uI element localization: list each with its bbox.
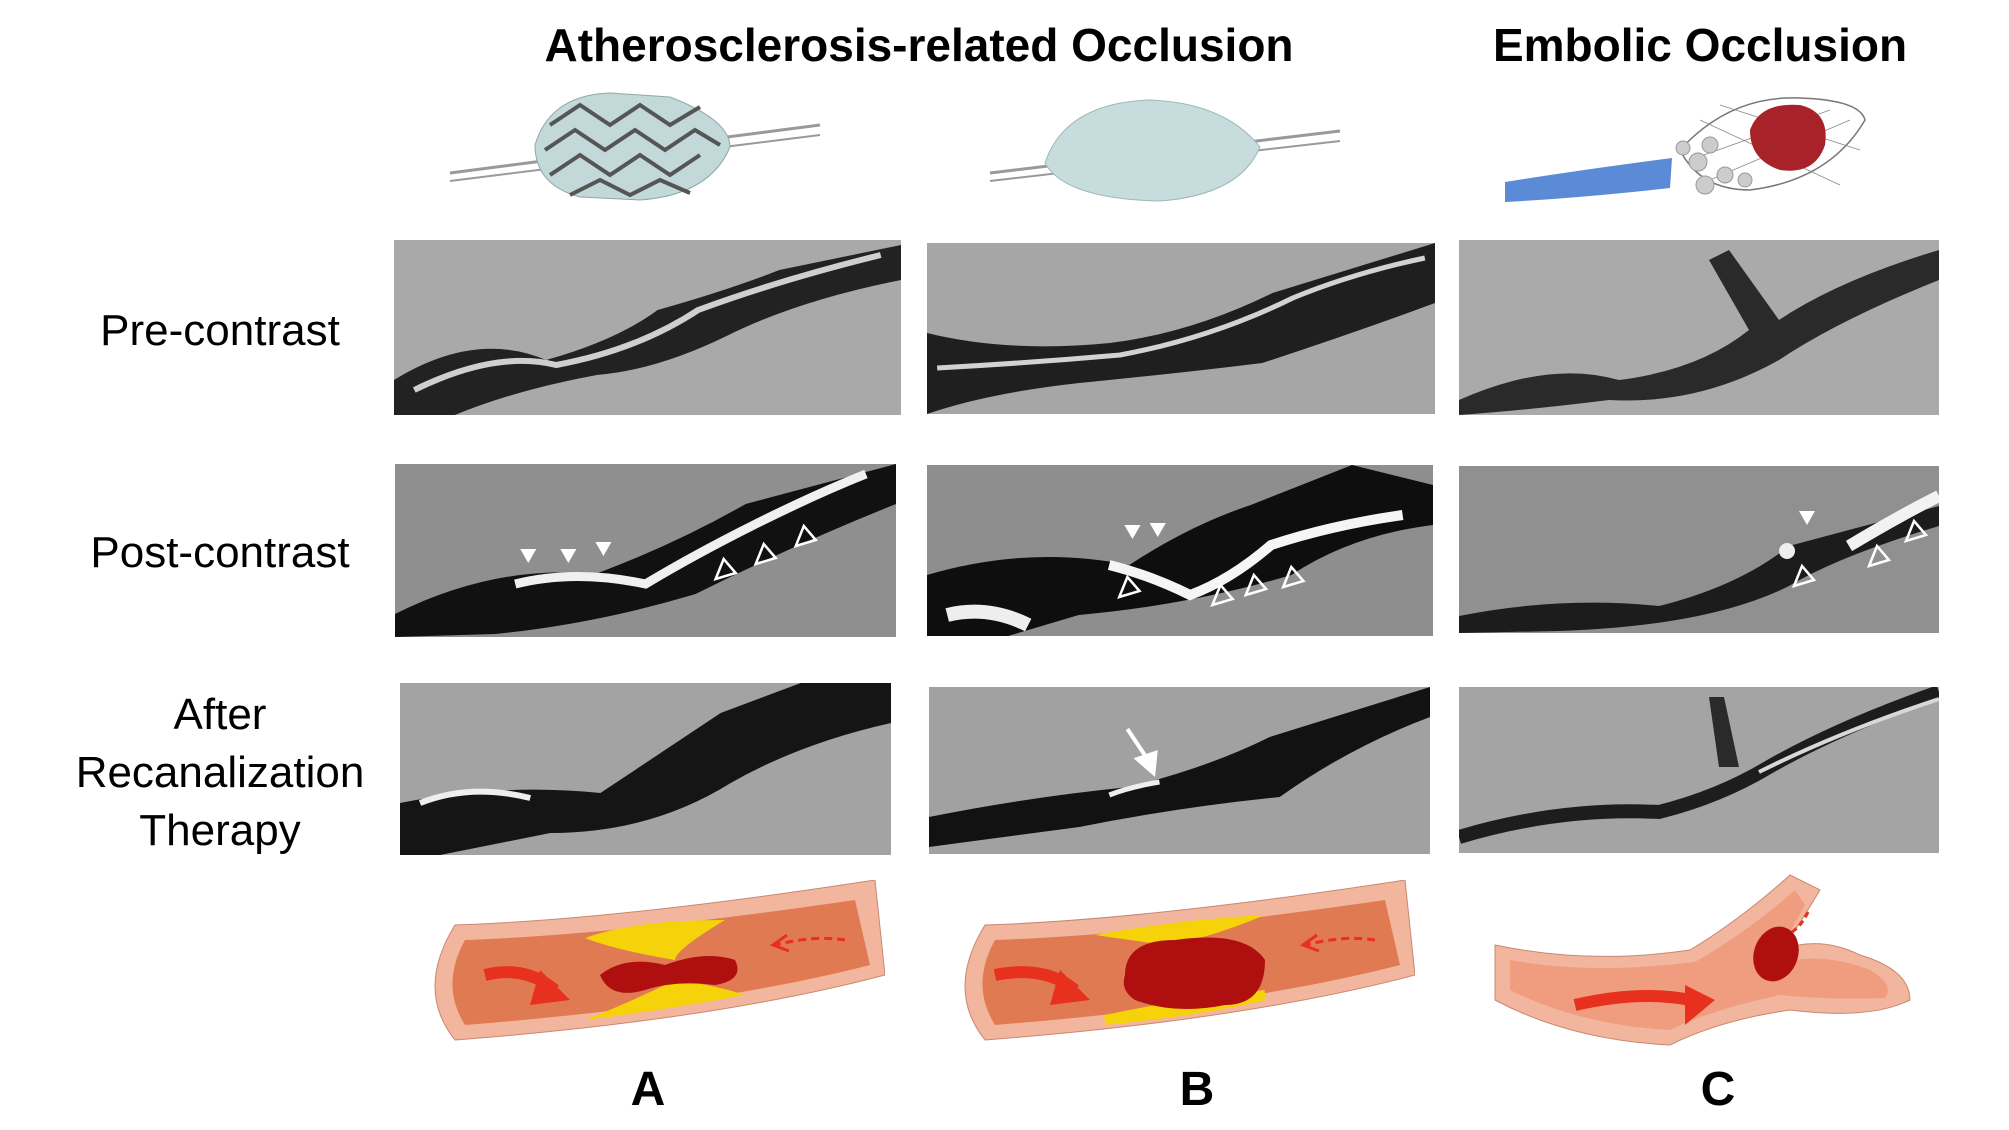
panel-label-c: C	[1700, 1063, 1736, 1116]
row-label-after-line3: Therapy	[139, 806, 301, 855]
vessel-diagram-embolic	[1494, 874, 1911, 1046]
row-label-pre-contrast: Pre-contrast	[100, 306, 340, 355]
panel-label-b: B	[1179, 1063, 1215, 1116]
mri-after-therapy-b	[929, 687, 1430, 854]
mri-post-contrast-b	[927, 465, 1433, 636]
vessel-diagram-atherosclerosis-thrombus	[964, 880, 1415, 1041]
stent-balloon-illustration	[449, 92, 821, 201]
mri-after-therapy-a	[400, 683, 891, 855]
mri-pre-contrast-a	[394, 240, 901, 415]
mri-after-therapy-c	[1459, 687, 1939, 853]
row-label-after-line1: After	[173, 690, 267, 739]
row-label-after-therapy: After Recanalization Therapy	[30, 686, 410, 860]
stent-retriever-illustration	[1505, 97, 1866, 202]
mri-pre-contrast-b	[927, 243, 1435, 414]
panel-label-a: A	[630, 1063, 666, 1116]
row-label-after-line2: Recanalization	[75, 748, 365, 797]
mri-post-contrast-a	[395, 464, 896, 637]
mri-post-contrast-c	[1459, 466, 1939, 633]
mri-pre-contrast-c	[1459, 240, 1939, 415]
title-atherosclerosis: Atherosclerosis-related Occlusion	[544, 19, 1294, 71]
vessel-diagram-atherosclerosis-stenosis	[434, 880, 885, 1041]
row-label-post-contrast: Post-contrast	[90, 528, 350, 577]
balloon-illustration	[989, 99, 1341, 202]
title-embolic: Embolic Occlusion	[1492, 19, 1908, 71]
